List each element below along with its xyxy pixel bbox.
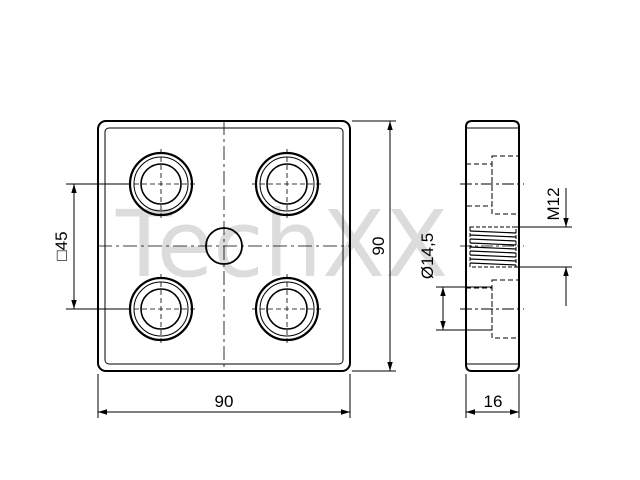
dim-thickness: [465, 374, 520, 418]
hidden-hole-upper: [460, 155, 524, 215]
side-plate-outline: [465, 120, 520, 372]
front-height-label: 90: [369, 237, 388, 256]
center-hole-diameter-label: Ø14,5: [418, 233, 437, 279]
dim-center-hole-diameter: [436, 286, 492, 331]
thread-label: M12: [544, 187, 563, 220]
dim-front-width: [97, 374, 351, 418]
side-view: [460, 120, 524, 372]
threaded-hole-section: [460, 226, 524, 268]
dim-thread: [516, 188, 572, 306]
hidden-hole-lower: [460, 279, 524, 339]
front-width-label: 90: [215, 392, 234, 411]
front-view: [97, 120, 351, 372]
center-hole: [205, 227, 243, 265]
dim-hole-spacing: [66, 183, 130, 310]
hole-spacing-label: □45: [52, 231, 71, 260]
dim-front-height: [352, 120, 396, 372]
hole-center-marks: [126, 149, 322, 344]
thickness-label: 16: [484, 392, 503, 411]
